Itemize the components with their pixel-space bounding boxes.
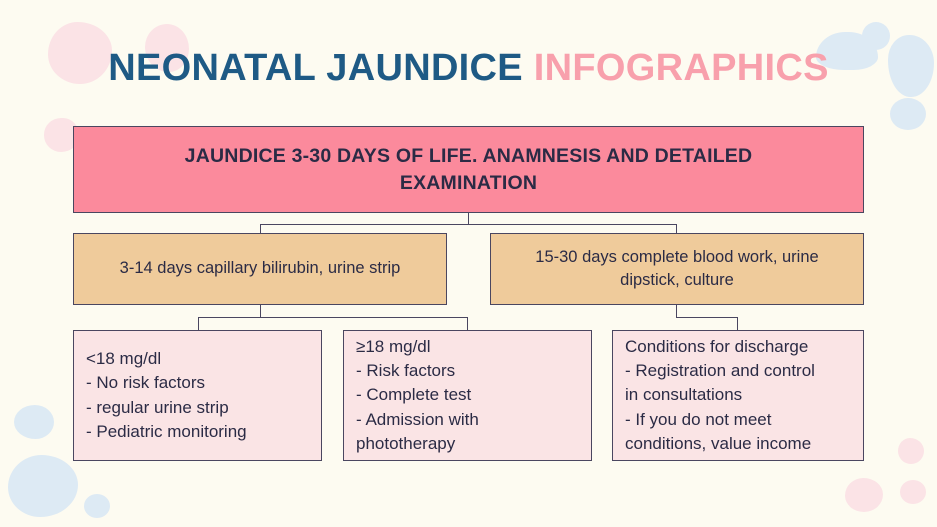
outcome-3-line: in consultations — [625, 385, 743, 405]
flowchart-outcome-box-2: ≥18 mg/dl - Risk factors - Complete test… — [343, 330, 592, 461]
page-title-accent: INFOGRAPHICS — [533, 47, 829, 89]
outcome-2-line: - Complete test — [356, 385, 472, 405]
flowchart-branch-box-2: 15-30 days complete blood work, urine di… — [490, 233, 864, 305]
outcome-1-line: - Pediatric monitoring — [86, 421, 247, 441]
flowchart-outcome-box-1: <18 mg/dl - No risk factors - regular ur… — [73, 330, 322, 461]
outcome-2-lines: ≥18 mg/dl - Risk factors - Complete test… — [356, 335, 579, 456]
outcome-3-line: conditions, value income — [625, 433, 812, 453]
connector-to-outcome-3 — [737, 317, 739, 330]
decorative-blob-blue — [14, 405, 54, 439]
outcome-1-line: <18 mg/dl — [86, 349, 162, 369]
connector-header-stem — [468, 213, 470, 225]
flowchart-branch-label-1: 3-14 days capillary bilirubin, urine str… — [119, 259, 401, 278]
page-title-main: NEONATAL JAUNDICE — [108, 47, 534, 89]
connector-to-outcome-2 — [467, 317, 469, 330]
decorative-blob-blue — [8, 455, 78, 517]
outcome-1-lines: <18 mg/dl - No risk factors - regular ur… — [86, 347, 309, 444]
decorative-blob-pink — [845, 478, 883, 512]
outcome-1-line: - regular urine strip — [86, 397, 229, 417]
flowchart-branch-label-2: 15-30 days complete blood work, urine di… — [535, 247, 819, 289]
outcome-2-line: - Risk factors — [356, 361, 456, 381]
decorative-blob-blue — [890, 98, 926, 130]
flowchart-header-text: JAUNDICE 3-30 DAYS OF LIFE. ANAMNESIS AN… — [184, 145, 753, 194]
outcome-3-line: - Registration and control — [625, 361, 815, 381]
decorative-blob-pink — [898, 438, 924, 464]
decorative-blob-blue — [84, 494, 110, 518]
connector-branch-2-stem — [676, 305, 678, 318]
outcome-3-line: Conditions for discharge — [625, 337, 809, 357]
outcome-3-line: - If you do not meet — [625, 409, 772, 429]
outcome-2-line: phototherapy — [356, 433, 456, 453]
connector-branch-2-bar — [676, 317, 738, 319]
outcome-2-line: - Admission with — [356, 409, 479, 429]
decorative-blob-pink — [900, 480, 926, 504]
connector-header-bar — [260, 224, 677, 226]
outcome-1-line: - No risk factors — [86, 373, 206, 393]
flowchart-header-box: JAUNDICE 3-30 DAYS OF LIFE. ANAMNESIS AN… — [73, 126, 864, 213]
connector-to-branch-1 — [260, 224, 262, 233]
connector-branch-1-stem — [260, 305, 262, 318]
flowchart-branch-box-1: 3-14 days capillary bilirubin, urine str… — [73, 233, 447, 305]
outcome-2-line: ≥18 mg/dl — [356, 337, 431, 357]
page-title: NEONATAL JAUNDICE INFOGRAPHICS — [0, 47, 937, 90]
connector-to-outcome-1 — [198, 317, 200, 330]
connector-branch-1-bar — [198, 317, 468, 319]
flowchart-outcome-box-3: Conditions for discharge - Registration … — [612, 330, 864, 461]
decorative-blob-blue — [862, 22, 890, 50]
connector-to-branch-2 — [676, 224, 678, 233]
outcome-3-lines: Conditions for discharge - Registration … — [625, 335, 851, 456]
